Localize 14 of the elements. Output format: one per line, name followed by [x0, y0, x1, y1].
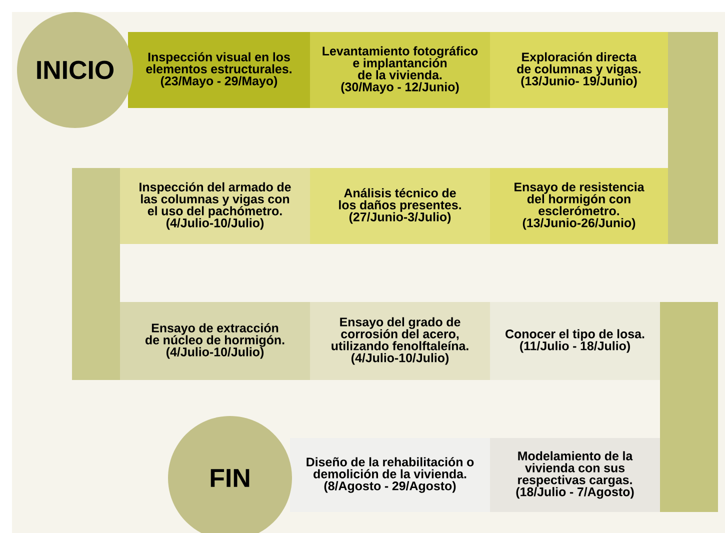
task-box: Conocer el tipo de losa. (11/Julio - 18/Julio)	[490, 302, 660, 380]
task-box: Ensayo del grado de corrosión del acero, utilizando fenolftaleína. (4/Julio-10/Julio)	[310, 302, 490, 380]
task-box: Levantamiento fotográfico e implantanción de la vivienda. (30/Mayo - 12/Junio)	[310, 32, 490, 108]
task-box: Diseño de la rehabilitación o demolición de la vivienda. (8/Agosto - 29/Agosto)	[290, 438, 490, 512]
task-box: Análisis técnico de los daños presentes. (27/Junio-3/Julio)	[310, 168, 490, 244]
task-box: Ensayo de extracción de núcleo de hormigón. (4/Julio-10/Julio)	[120, 302, 310, 380]
connector-bar	[660, 302, 718, 512]
task-box: Inspección visual en los elementos estructurales. (23/Mayo - 29/Mayo)	[128, 32, 310, 108]
connector-bar	[72, 168, 120, 380]
task-box: Modelamiento de la vivienda con sus respectivas cargas. (18/Julio - 7/Agosto)	[490, 438, 660, 512]
task-box: Ensayo de resistencia del hormigón con esclerómetro. (13/Junio-26/Junio)	[490, 168, 668, 244]
task-box: Exploración directa de columnas y vigas. (13/Junio- 19/Junio)	[490, 32, 668, 108]
task-box: Inspección del armado de las columnas y vigas con el uso del pachómetro. (4/Julio-10/Julio)	[120, 168, 310, 244]
connector-bar	[668, 32, 718, 244]
